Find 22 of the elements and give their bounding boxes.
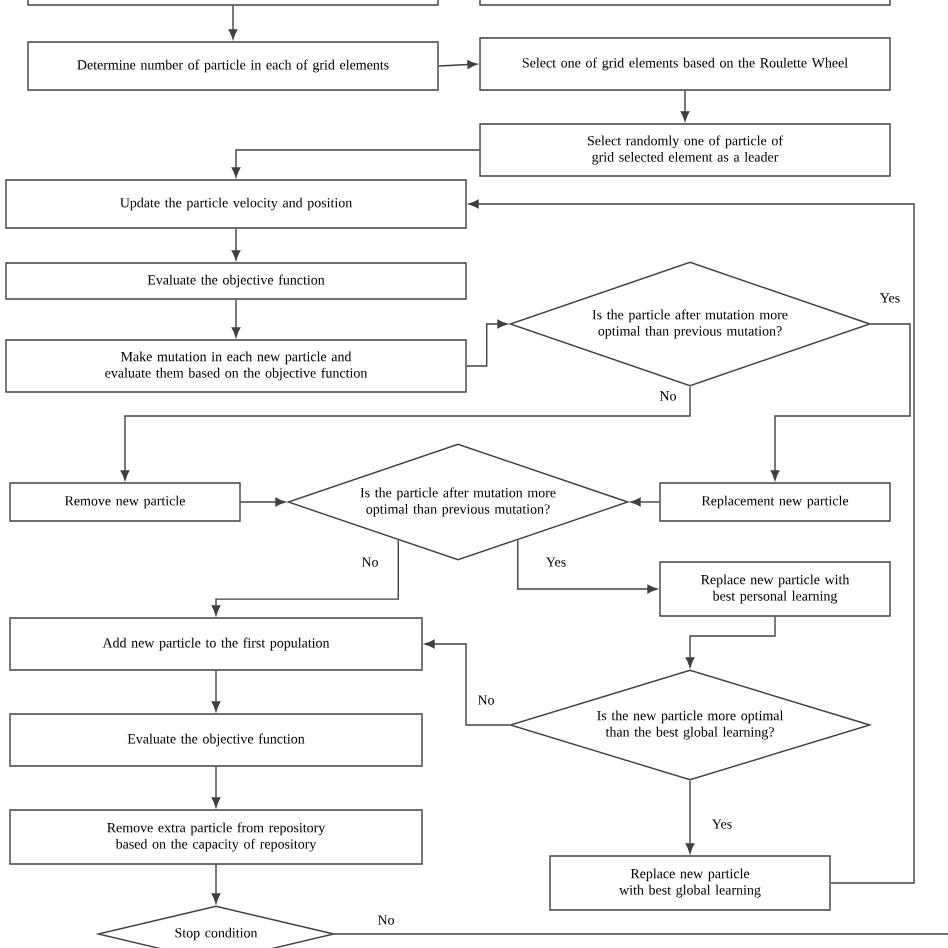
arrow (120, 386, 691, 481)
arrow (231, 299, 241, 338)
process-box (479, 0, 891, 6)
arrow (211, 864, 221, 904)
arrow (517, 539, 658, 594)
arrow (770, 323, 911, 481)
arrow (228, 5, 238, 40)
arrow (231, 149, 480, 178)
arrow (240, 497, 286, 507)
arrow (468, 199, 915, 884)
arrow (685, 780, 695, 854)
arrow (211, 766, 221, 808)
arrow (685, 616, 776, 668)
arrow (424, 639, 510, 726)
arrow (630, 497, 660, 507)
arrow (211, 539, 399, 616)
arrow (438, 60, 478, 69)
process-box (27, 0, 439, 6)
arrow (231, 228, 241, 261)
arrow (680, 90, 690, 122)
arrow (211, 670, 221, 712)
arrow (466, 319, 508, 367)
